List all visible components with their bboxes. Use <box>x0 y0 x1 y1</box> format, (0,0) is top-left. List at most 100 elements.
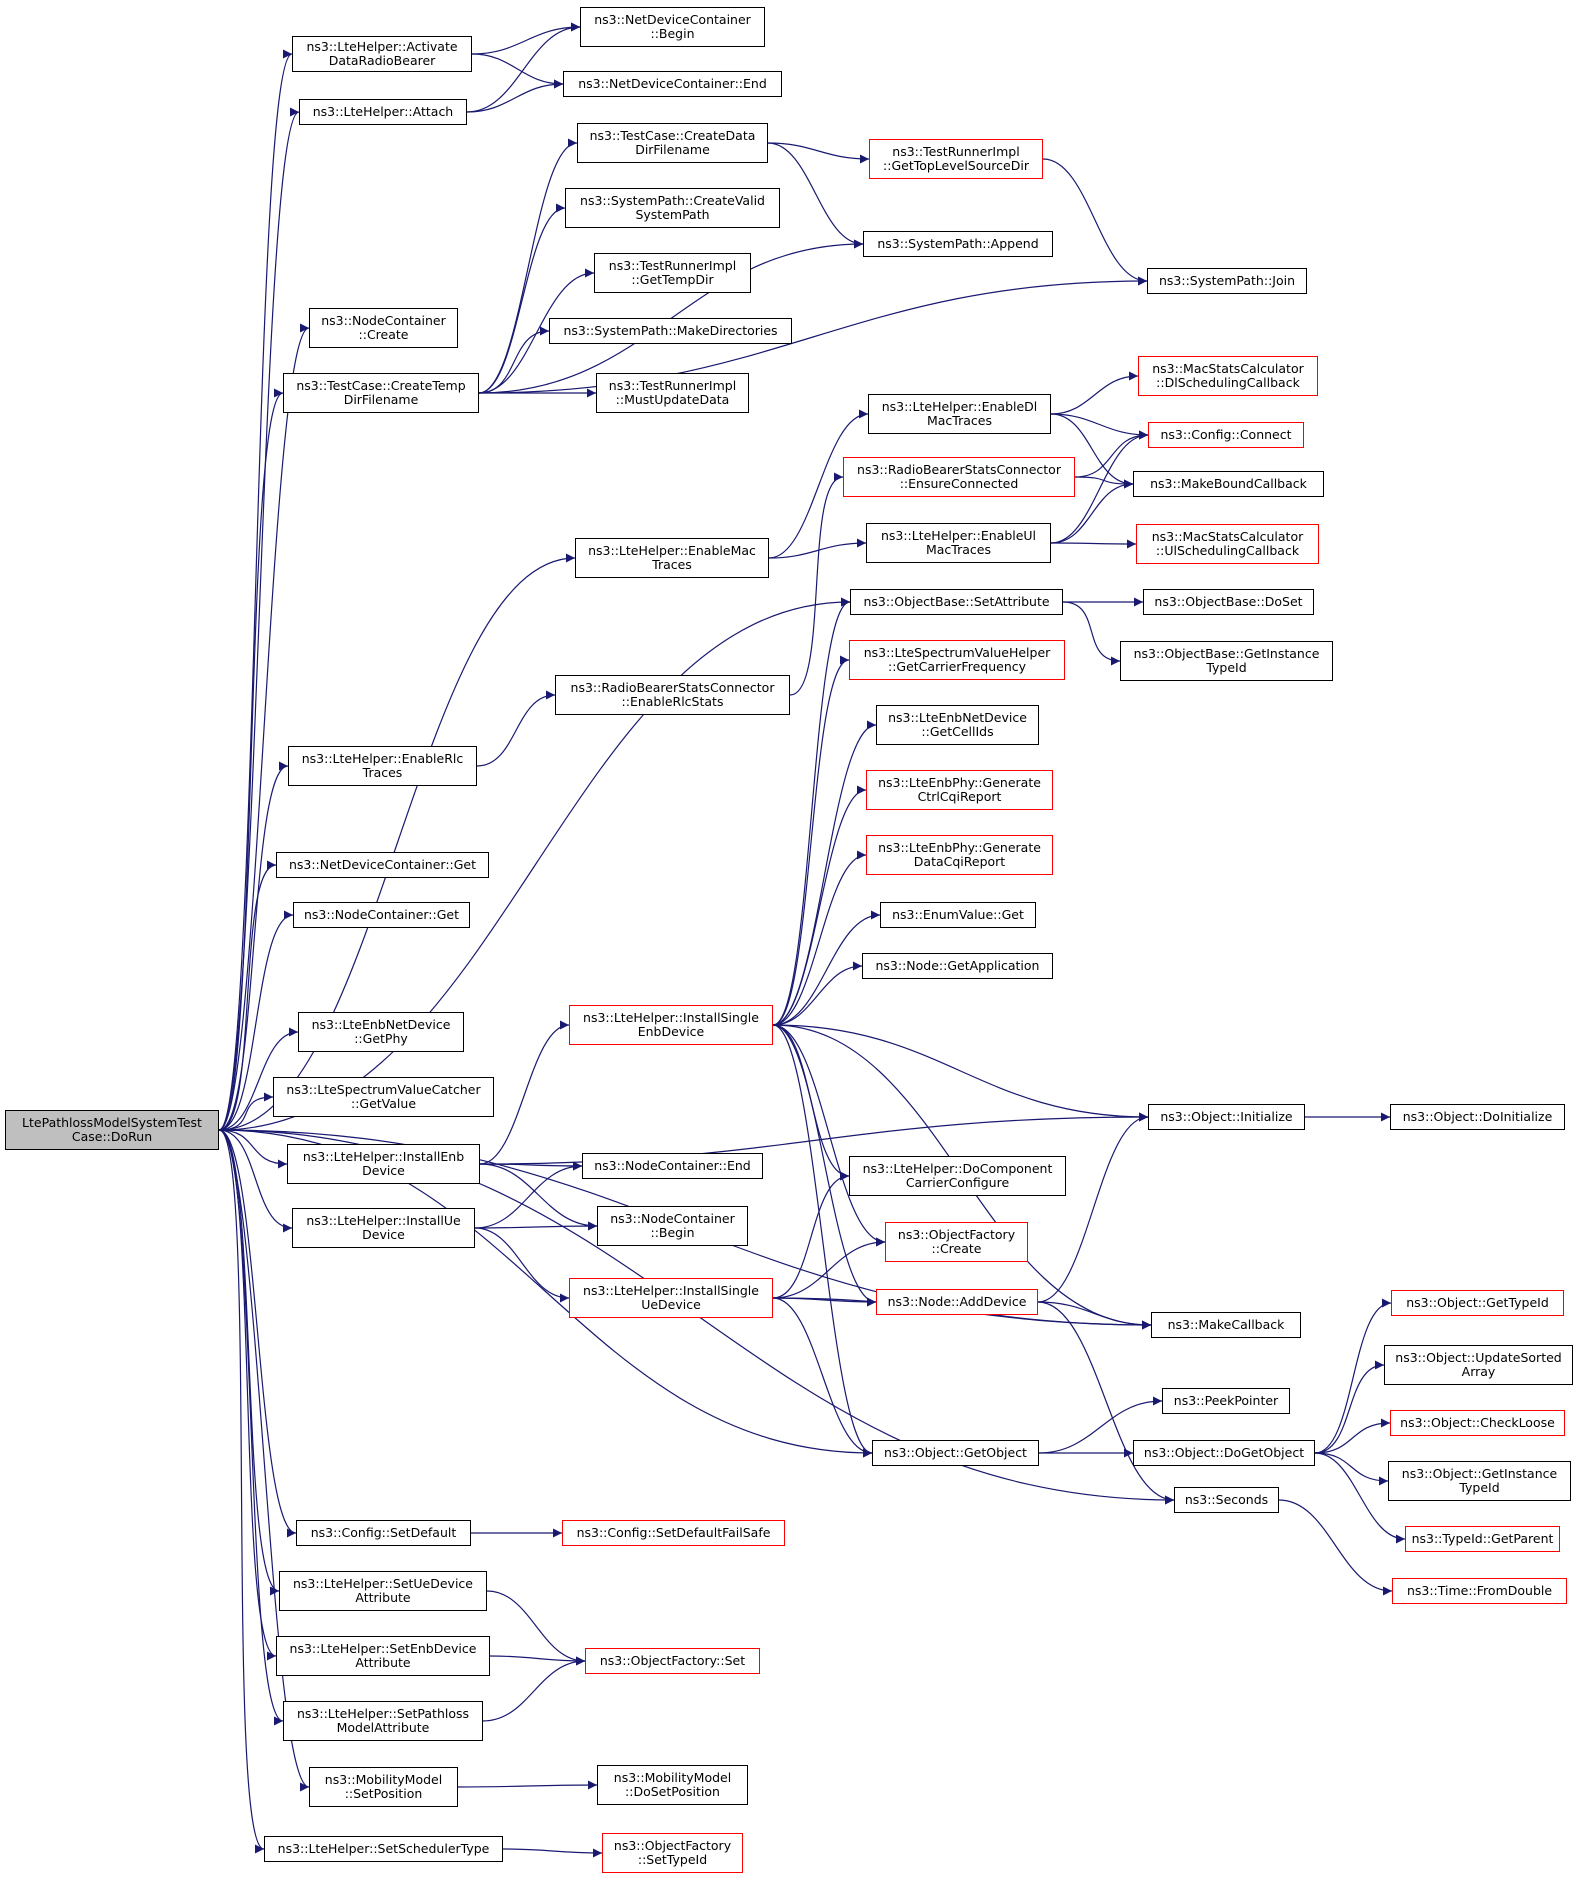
edge-root-to-set-ue-attr <box>218 1129 280 1596</box>
node-get-type-id[interactable]: ns3::Object::GetTypeId <box>1391 1290 1564 1316</box>
node-nc-get[interactable]: ns3::NodeContainer::Get <box>293 902 470 928</box>
node-gen-ctrl[interactable]: ns3::LteEnbPhy::Generate CtrlCqiReport <box>866 770 1053 810</box>
node-ob-set-attr[interactable]: ns3::ObjectBase::SetAttribute <box>850 589 1063 615</box>
edge-root-to-activate <box>218 49 293 1131</box>
edge-install-single-enb-to-obj-init <box>772 1024 1149 1122</box>
edge-install-enb-to-install-single-enb <box>479 1020 570 1165</box>
node-get-parent[interactable]: ns3::TypeId::GetParent <box>1405 1526 1560 1552</box>
node-install-single-ue[interactable]: ns3::LteHelper::InstallSingle UeDevice <box>569 1278 773 1318</box>
node-enable-ul[interactable]: ns3::LteHelper::EnableUl MacTraces <box>866 523 1051 563</box>
node-nc-end[interactable]: ns3::NodeContainer::End <box>582 1153 763 1179</box>
node-gen-data[interactable]: ns3::LteEnbPhy::Generate DataCqiReport <box>866 835 1053 875</box>
edge-set-position-to-do-set-position <box>457 1780 598 1790</box>
node-ob-get-inst[interactable]: ns3::ObjectBase::GetInstance TypeId <box>1120 641 1333 681</box>
node-of-create[interactable]: ns3::ObjectFactory ::Create <box>885 1222 1028 1262</box>
edge-install-single-enb-to-of-create <box>772 1024 886 1247</box>
edge-enable-dl-to-make-bound <box>1050 413 1134 489</box>
node-enable-dl[interactable]: ns3::LteHelper::EnableDl MacTraces <box>868 394 1051 434</box>
node-make-dirs[interactable]: ns3::SystemPath::MakeDirectories <box>549 318 792 344</box>
node-cfg-connect[interactable]: ns3::Config::Connect <box>1148 422 1304 448</box>
node-top-level[interactable]: ns3::TestRunnerImpl ::GetTopLevelSourceD… <box>869 139 1043 179</box>
node-obj-init[interactable]: ns3::Object::Initialize <box>1148 1104 1305 1130</box>
node-install-enb[interactable]: ns3::LteHelper::InstallEnb Device <box>287 1144 480 1184</box>
node-set-ue-attr[interactable]: ns3::LteHelper::SetUeDevice Attribute <box>279 1571 487 1611</box>
node-set-default-fs[interactable]: ns3::Config::SetDefaultFailSafe <box>562 1520 785 1546</box>
node-set-enb-attr[interactable]: ns3::LteHelper::SetEnbDevice Attribute <box>276 1636 490 1676</box>
edge-install-enb-to-nc-end <box>479 1161 583 1171</box>
node-get-object[interactable]: ns3::Object::GetObject <box>872 1440 1039 1466</box>
node-set-pathloss[interactable]: ns3::LteHelper::SetPathloss ModelAttribu… <box>283 1701 483 1741</box>
node-nc-begin[interactable]: ns3::NodeContainer ::Begin <box>597 1206 748 1246</box>
edge-set-pathloss-to-of-set <box>482 1656 586 1722</box>
edge-root-to-install-enb <box>218 1129 288 1169</box>
node-obj-get-inst[interactable]: ns3::Object::GetInstance TypeId <box>1388 1461 1571 1501</box>
node-get-temp-dir[interactable]: ns3::TestRunnerImpl ::GetTempDir <box>594 253 751 293</box>
node-do-component[interactable]: ns3::LteHelper::DoComponent CarrierConfi… <box>849 1156 1066 1196</box>
edge-do-get-object-to-get-type-id <box>1314 1298 1392 1454</box>
node-install-ue[interactable]: ns3::LteHelper::InstallUe Device <box>292 1208 475 1248</box>
edge-install-single-enb-to-get-app <box>772 961 863 1026</box>
node-set-position[interactable]: ns3::MobilityModel ::SetPosition <box>309 1767 458 1807</box>
node-get-phy[interactable]: ns3::LteEnbNetDevice ::GetPhy <box>298 1012 464 1052</box>
node-peek-pointer[interactable]: ns3::PeekPointer <box>1162 1388 1290 1414</box>
node-set-scheduler[interactable]: ns3::LteHelper::SetSchedulerType <box>264 1836 503 1862</box>
node-rb-ensure[interactable]: ns3::RadioBearerStatsConnector ::EnsureC… <box>843 457 1075 497</box>
node-dl-sched[interactable]: ns3::MacStatsCalculator ::DlSchedulingCa… <box>1138 356 1318 396</box>
node-do-get-object[interactable]: ns3::Object::DoGetObject <box>1133 1440 1315 1466</box>
node-enable-rlc[interactable]: ns3::LteHelper::EnableRlc Traces <box>288 746 477 786</box>
edge-do-get-object-to-obj-get-inst <box>1314 1452 1389 1486</box>
edge-root-to-get-value <box>218 1092 274 1131</box>
node-of-set[interactable]: ns3::ObjectFactory::Set <box>585 1648 760 1674</box>
node-get-cell-ids[interactable]: ns3::LteEnbNetDevice ::GetCellIds <box>876 705 1039 745</box>
edge-root-to-ndc-get <box>218 860 277 1131</box>
edge-activate-to-ndc-begin <box>471 22 581 55</box>
node-add-device[interactable]: ns3::Node::AddDevice <box>876 1289 1038 1315</box>
node-from-double[interactable]: ns3::Time::FromDouble <box>1392 1578 1567 1604</box>
node-install-single-enb[interactable]: ns3::LteHelper::InstallSingle EnbDevice <box>569 1005 773 1045</box>
node-of-set-type-id[interactable]: ns3::ObjectFactory ::SetTypeId <box>602 1833 743 1873</box>
node-ndc-begin[interactable]: ns3::NetDeviceContainer ::Begin <box>580 7 765 47</box>
node-get-value[interactable]: ns3::LteSpectrumValueCatcher ::GetValue <box>273 1077 494 1117</box>
node-nc-create[interactable]: ns3::NodeContainer ::Create <box>309 308 458 348</box>
edge-rb-enable-rlc-to-rb-ensure <box>789 472 844 696</box>
node-ul-sched[interactable]: ns3::MacStatsCalculator ::UlSchedulingCa… <box>1136 524 1319 564</box>
node-ndc-get[interactable]: ns3::NetDeviceContainer::Get <box>276 852 489 878</box>
node-get-app[interactable]: ns3::Node::GetApplication <box>862 953 1053 979</box>
node-set-default[interactable]: ns3::Config::SetDefault <box>296 1520 471 1546</box>
edge-add-device-to-make-callback <box>1037 1301 1152 1330</box>
edge-do-get-object-to-check-loose <box>1314 1418 1391 1454</box>
edge-add-device-to-obj-init <box>1037 1112 1149 1303</box>
edge-install-ue-to-nc-end <box>474 1161 583 1229</box>
node-tc-create-temp[interactable]: ns3::TestCase::CreateTemp DirFilename <box>283 373 479 413</box>
node-enable-mac[interactable]: ns3::LteHelper::EnableMac Traces <box>575 538 769 578</box>
edge-install-single-enb-to-gen-data <box>772 850 867 1026</box>
node-obj-do-init[interactable]: ns3::Object::DoInitialize <box>1390 1104 1565 1130</box>
node-tc-create-data[interactable]: ns3::TestCase::CreateData DirFilename <box>577 123 768 163</box>
node-rb-enable-rlc[interactable]: ns3::RadioBearerStatsConnector ::EnableR… <box>555 675 790 715</box>
edge-install-single-enb-to-ob-set-attr <box>772 597 851 1026</box>
node-update-sorted[interactable]: ns3::Object::UpdateSorted Array <box>1384 1345 1573 1385</box>
node-activate[interactable]: ns3::LteHelper::Activate DataRadioBearer <box>292 36 472 72</box>
node-ob-do-set[interactable]: ns3::ObjectBase::DoSet <box>1143 589 1314 615</box>
node-must-update[interactable]: ns3::TestRunnerImpl ::MustUpdateData <box>596 373 749 413</box>
node-seconds[interactable]: ns3::Seconds <box>1174 1487 1279 1513</box>
edge-root-to-nc-create <box>218 323 310 1131</box>
node-make-bound[interactable]: ns3::MakeBoundCallback <box>1133 471 1324 497</box>
edge-do-get-object-to-update-sorted <box>1314 1360 1385 1454</box>
node-check-loose[interactable]: ns3::Object::CheckLoose <box>1390 1410 1565 1436</box>
node-do-set-position[interactable]: ns3::MobilityModel ::DoSetPosition <box>597 1765 748 1805</box>
edge-enable-mac-to-enable-dl <box>768 409 869 559</box>
node-join[interactable]: ns3::SystemPath::Join <box>1147 268 1307 294</box>
node-enum-get[interactable]: ns3::EnumValue::Get <box>880 902 1036 928</box>
node-get-carrier[interactable]: ns3::LteSpectrumValueHelper ::GetCarrier… <box>849 640 1065 680</box>
edge-install-single-enb-to-enum-get <box>772 910 881 1026</box>
node-append[interactable]: ns3::SystemPath::Append <box>863 231 1053 257</box>
node-ndc-end[interactable]: ns3::NetDeviceContainer::End <box>563 71 782 97</box>
node-make-callback[interactable]: ns3::MakeCallback <box>1151 1312 1301 1338</box>
edge-enable-ul-to-make-bound <box>1050 479 1134 544</box>
node-create-valid[interactable]: ns3::SystemPath::CreateValid SystemPath <box>565 188 780 228</box>
edge-set-scheduler-to-of-set-type-id <box>502 1848 603 1858</box>
node-attach[interactable]: ns3::LteHelper::Attach <box>299 99 467 125</box>
